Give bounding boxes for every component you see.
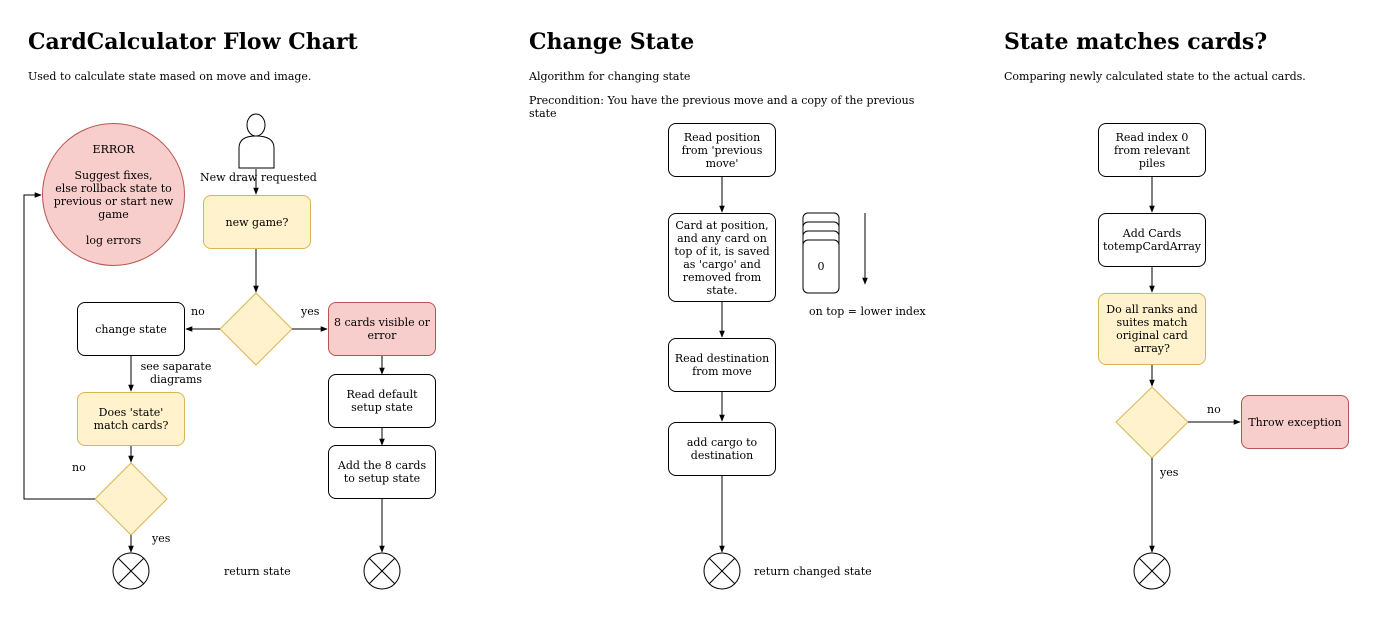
panel2-subtitle: Algorithm for changing state [529,70,691,83]
decision-diamond-state-match [94,462,168,536]
error-line: game [98,207,129,221]
on-top-note: on top = lower index [809,305,926,318]
return-state-label: return state [224,565,291,578]
new-game-node: new game? [203,195,311,249]
actor-label: New draw requested [200,171,317,184]
panel2-title: Change State [529,29,695,55]
does-state-match-node: Does 'state' match cards? [77,392,185,446]
return-changed-label: return changed state [754,565,872,578]
see-diagrams-line: diagrams [149,373,203,386]
card-stack-icon [802,212,840,294]
edge-label-yes: yes [152,532,171,545]
edge-label-no: no [1207,403,1221,416]
edge-label-no: no [191,305,205,318]
eight-cards-node: 8 cards visible or error [328,302,436,356]
error-node: ERROR Suggest fixes, else rollback state… [42,123,185,266]
add-eight-node: Add the 8 cards to setup state [328,445,436,499]
edge-label-no: no [72,461,86,474]
throw-exception-node: Throw exception [1241,395,1349,449]
panel1-title: CardCalculator Flow Chart [28,29,358,55]
terminator-panel3-icon [1133,552,1171,590]
edge-label-yes: yes [1160,466,1179,479]
terminator-right-icon [363,552,401,590]
do-all-match-node: Do all ranks and suites match original c… [1098,293,1206,365]
edge-label-yes: yes [301,305,320,318]
error-line: log errors [85,233,142,247]
terminator-middle-icon [703,552,741,590]
error-title: ERROR [92,142,135,156]
decision-diamond-new-game [219,292,293,366]
panel3-subtitle: Comparing newly calculated state to the … [1004,70,1306,83]
panel1-subtitle: Used to calculate state mased on move an… [28,70,312,83]
card-at-position-node: Card at position, and any card on top of… [668,213,776,302]
precondition-text: Precondition: You have the previous move… [529,94,915,120]
change-state-node: change state [77,302,185,356]
card-stack-index-label: 0 [817,260,825,273]
error-line: previous or start new [53,194,174,208]
see-diagrams-line: see saparate [140,360,212,373]
edge-diamond-no-to-error [23,192,95,500]
see-diagrams-note: see saparate diagrams [136,360,216,386]
add-cards-node: Add Cards totempCardArray [1098,213,1206,267]
read-position-node: Read position from 'previous move' [668,123,776,177]
panel3-title: State matches cards? [1004,29,1268,55]
read-index-node: Read index 0 from relevant piles [1098,123,1206,177]
actor-user-icon [238,113,275,169]
add-cargo-node: add cargo to destination [668,422,776,476]
terminator-left-icon [112,552,150,590]
error-line: else rollback state to [55,181,172,195]
read-default-node: Read default setup state [328,374,436,428]
read-destination-node: Read destination from move [668,338,776,392]
error-line: Suggest fixes, [74,168,153,182]
decision-diamond-panel3 [1115,386,1189,459]
